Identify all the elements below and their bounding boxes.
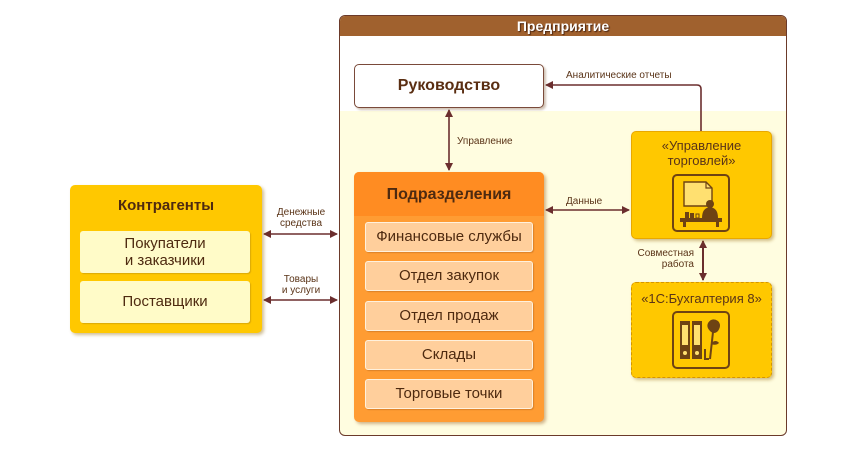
division-retail-points[interactable]: Торговые точки <box>365 379 533 409</box>
counterpart-customers[interactable]: Покупатели и заказчики <box>80 231 250 273</box>
counterpart-suppliers[interactable]: Поставщики <box>80 281 250 323</box>
label-money-line2: средства <box>279 218 323 229</box>
binders-and-rose-icon <box>672 311 730 369</box>
division-warehouses[interactable]: Склады <box>365 340 533 370</box>
label-cooperation-line1: Совместная <box>637 248 695 259</box>
label-goods-line1: Товары <box>283 274 319 285</box>
counterparts-box[interactable]: Контрагенты Покупатели и заказчики Поста… <box>70 185 262 333</box>
accounting-box[interactable]: «1С:Бухгалтерия 8» <box>631 282 772 378</box>
division-sales[interactable]: Отдел продаж <box>365 301 533 331</box>
arrow-analytics <box>545 81 702 131</box>
label-goods: Товары и услуги <box>266 274 336 296</box>
label-goods-line2: и услуги <box>281 285 321 296</box>
label-control: Управление <box>457 136 513 147</box>
label-money: Денежные средства <box>266 207 336 229</box>
division-purchasing[interactable]: Отдел закупок <box>365 261 533 291</box>
customers-line1: Покупатели <box>124 235 206 252</box>
customers-line2: и заказчики <box>124 252 206 269</box>
desk-with-document-icon <box>672 174 730 232</box>
label-data: Данные <box>566 196 603 207</box>
accounting-title: «1С:Бухгалтерия 8» <box>641 291 762 306</box>
trade-management-box[interactable]: «Управление торговлей» <box>631 131 772 239</box>
management-box[interactable]: Руководство <box>354 64 544 108</box>
trade-management-title-line2: торговлей» <box>667 153 736 168</box>
trade-management-title-line1: «Управление <box>661 138 742 153</box>
counterparts-title: Контрагенты <box>117 197 215 214</box>
divisions-box[interactable]: Подразделения Финансовые службы Отдел за… <box>354 172 544 422</box>
division-financial-services[interactable]: Финансовые службы <box>365 222 533 252</box>
divisions-title: Подразделения <box>354 172 544 216</box>
label-cooperation: Совместная работа <box>626 248 695 270</box>
label-cooperation-line2: работа <box>661 259 694 270</box>
label-money-line1: Денежные <box>276 207 326 218</box>
label-analytics: Аналитические отчеты <box>566 70 672 81</box>
enterprise-title: Предприятие <box>340 16 786 36</box>
